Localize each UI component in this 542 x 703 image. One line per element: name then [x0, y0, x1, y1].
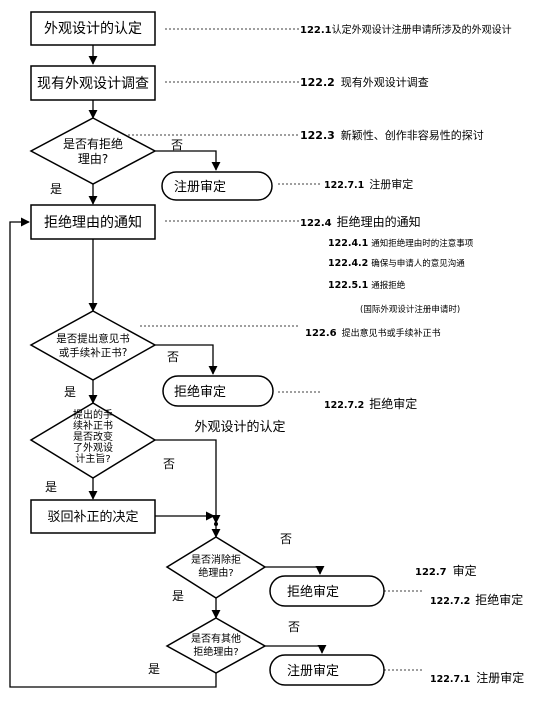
node-reject-review-1-label: 拒绝审定	[174, 384, 226, 400]
decision-reject-reason: 是否有拒绝 理由?	[29, 117, 157, 185]
ref-intl-note: (国际外观设计注册申请时)	[360, 304, 460, 315]
ref-122-2: 122.2 现有外观设计调查	[300, 75, 429, 89]
ref-122-7-2-b-text: 拒绝审定	[475, 592, 523, 607]
node-dismiss-amendment-label: 驳回补正的决定	[47, 509, 138, 525]
node-notice-of-reason: 拒绝理由的通知	[30, 204, 156, 240]
ref-122-3: 122.3 新颖性、创作非容易性的探讨	[300, 128, 484, 142]
ref-122-4-num: 122.4	[300, 218, 332, 229]
ref-122-3-num: 122.3	[300, 129, 335, 142]
node-register-review-1-label: 注册审定	[174, 180, 226, 195]
ref-122-7-2-a: 122.7.2 拒绝审定	[324, 396, 417, 411]
edge-q5-no	[265, 644, 327, 654]
decision-amend-line1: 提出的手	[73, 408, 113, 421]
ref-122-7-num: 122.7	[415, 567, 447, 578]
decision-reject-reason-line2: 理由?	[78, 152, 108, 166]
ref-122-7-text: 审定	[453, 563, 477, 578]
ref-122-4-2-text: 确保与申请人的意见沟通	[371, 258, 465, 269]
decision-reason-eliminated: 是否消除拒 绝理由?	[165, 536, 267, 599]
decision-other-line1: 是否有其他	[191, 632, 241, 645]
ref-122-3-text: 新颖性、创作非容易性的探讨	[341, 128, 484, 142]
decision-other-line2: 拒绝理由?	[193, 645, 238, 658]
references: 122.1认定外观设计注册申请所涉及的外观设计 122.2 现有外观设计调查 12…	[300, 23, 524, 685]
ref-122-7-2-b: 122.7.2 拒绝审定	[430, 592, 523, 607]
ref-122-1-num: 122.1	[300, 25, 332, 36]
reference-leaders	[128, 28, 424, 671]
ref-122-4-2-num: 122.4.2	[328, 258, 368, 269]
ref-122-7-2-b-num: 122.7.2	[430, 596, 470, 607]
ref-122-6-num: 122.6	[305, 328, 337, 339]
decision-amend-line2: 续补正书	[73, 419, 113, 432]
ref-122-7: 122.7 审定	[415, 563, 477, 578]
branch-labels: 否 是 否 是 否 是 否 是 否 是	[45, 138, 300, 676]
ref-122-5-1-text: 通报拒绝	[371, 280, 406, 291]
ref-122-1-text: 认定外观设计注册申请所涉及的外观设计	[332, 23, 512, 36]
edge-q1-no	[155, 150, 221, 171]
ref-122-7-1-a-num: 122.7.1	[324, 180, 364, 191]
node-reject-review-2: 拒绝审定	[269, 575, 385, 607]
ref-122-5-1-num: 122.5.1	[328, 280, 368, 291]
node-reject-review-1: 拒绝审定	[162, 375, 274, 407]
branch-yes-5: 是	[148, 662, 160, 676]
ref-122-2-text: 现有外观设计调查	[341, 75, 429, 89]
node-notice-of-reason-label: 拒绝理由的通知	[44, 214, 142, 231]
edge-q2-no	[155, 344, 218, 375]
ref-122-6: 122.6 提出意见书或手续补正书	[305, 327, 441, 339]
connectors	[9, 45, 327, 688]
decision-amend-line4: 了外观设	[73, 442, 113, 454]
decision-other-reasons: 是否有其他 拒绝理由?	[165, 617, 267, 674]
decision-eliminated-line1: 是否消除拒	[191, 553, 241, 566]
edge-q3-no	[155, 439, 221, 524]
branch-yes-3: 是	[45, 480, 57, 494]
node-register-review-2-label: 注册审定	[287, 664, 339, 679]
edge-q4-no	[265, 565, 325, 575]
node-existing-design-survey-label: 现有外观设计调查	[37, 76, 149, 92]
ref-122-2-num: 122.2	[300, 76, 335, 89]
node-register-review-2: 注册审定	[269, 654, 385, 686]
decision-amend-line5: 计主旨?	[75, 452, 110, 465]
ref-122-4-text: 拒绝理由的通知	[337, 214, 421, 229]
branch-no-5: 否	[288, 620, 300, 634]
decision-opinion-line1: 是否提出意见书	[56, 332, 130, 345]
branch-yes-2: 是	[64, 385, 76, 399]
decision-eliminated-line2: 绝理由?	[198, 566, 233, 579]
ref-122-7-1-a-text: 注册审定	[369, 177, 413, 191]
ref-122-6-text: 提出意见书或手续补正书	[342, 327, 441, 339]
branch-no-2: 否	[167, 350, 179, 364]
node-register-review-1: 注册审定	[161, 171, 273, 201]
ref-122-4-1-num: 122.4.1	[328, 238, 368, 249]
decision-amend-line3: 是否改变	[73, 430, 113, 443]
ref-122-1: 122.1认定外观设计注册申请所涉及的外观设计	[300, 23, 512, 36]
ref-122-7-1-b-text: 注册审定	[476, 670, 524, 685]
decision-opinion-line2: 或手续补正书?	[59, 346, 128, 359]
node-reject-review-2-label: 拒绝审定	[287, 584, 339, 600]
branch-no-4: 否	[280, 532, 292, 546]
branch-yes-1: 是	[50, 182, 62, 196]
branch-no-1: 否	[171, 138, 183, 152]
decision-reject-reason-line1: 是否有拒绝	[63, 136, 123, 151]
node-dismiss-amendment: 驳回补正的决定	[30, 499, 156, 534]
design-approval-caption: 外观设计的认定	[194, 419, 285, 435]
decision-opinion-submitted: 是否提出意见书 或手续补正书?	[29, 310, 157, 381]
ref-122-7-1-b-num: 122.7.1	[430, 674, 470, 685]
decision-amend-changes-gist: 提出的手 续补正书 是否改变 了外观设 计主旨?	[29, 402, 157, 479]
branch-yes-4: 是	[172, 589, 184, 603]
edge-q5-yes-loop	[9, 217, 217, 688]
ref-122-7-2-a-text: 拒绝审定	[369, 396, 417, 411]
node-design-approval-label: 外观设计的认定	[44, 21, 142, 37]
node-design-approval: 外观设计的认定	[30, 11, 156, 46]
node-existing-design-survey: 现有外观设计调查	[30, 65, 156, 101]
ref-122-4-1-text: 通知拒绝理由时的注意事项	[371, 238, 474, 249]
ref-122-7-1-a: 122.7.1 注册审定	[324, 177, 413, 191]
branch-no-3: 否	[163, 457, 175, 471]
ref-122-4: 122.4 拒绝理由的通知	[300, 214, 421, 229]
merge-point	[214, 522, 218, 526]
ref-122-7-1-b: 122.7.1 注册审定	[430, 670, 524, 685]
ref-122-7-2-a-num: 122.7.2	[324, 400, 364, 411]
